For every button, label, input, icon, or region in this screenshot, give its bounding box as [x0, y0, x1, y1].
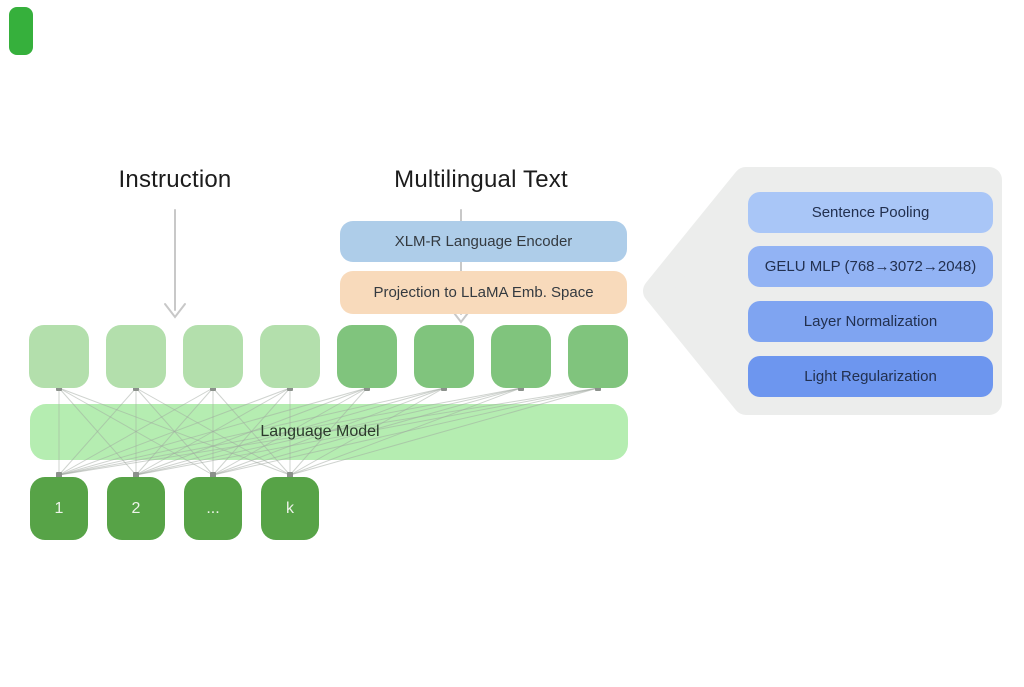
callout-step-layer-normalization: Layer Normalization [748, 301, 993, 342]
output-token-k: k [261, 477, 319, 540]
xlmr-encoder-box: XLM-R Language Encoder [340, 221, 627, 262]
input-token-instruction-4 [260, 325, 320, 388]
input-token-instruction-1 [29, 325, 89, 388]
output-token-1: 1 [30, 477, 88, 540]
input-token-instruction-2 [106, 325, 166, 388]
input-token-text-4 [568, 325, 628, 388]
output-token-2: 2 [107, 477, 165, 540]
output-token-ellipsis: ... [184, 477, 242, 540]
instruction-arrow [164, 209, 186, 319]
input-token-text-1 [337, 325, 397, 388]
input-token-instruction-3 [183, 325, 243, 388]
callout-step-light-regularization: Light Regularization [748, 356, 993, 397]
language-model-label: Language Model [260, 423, 380, 440]
input-token-text-3 [491, 325, 551, 388]
instruction-heading: Instruction [118, 166, 232, 193]
projection-box: Projection to LLaMA Emb. Space [340, 271, 627, 314]
multilingual-text-heading: Multilingual Text [394, 166, 568, 193]
callout-step-sentence-pooling: Sentence Pooling [748, 192, 993, 233]
input-token-text-2 [414, 325, 474, 388]
corner-green-accent [9, 7, 33, 55]
callout-step-gelu-mlp: GELU MLP (768→3072→2048) [748, 246, 993, 287]
